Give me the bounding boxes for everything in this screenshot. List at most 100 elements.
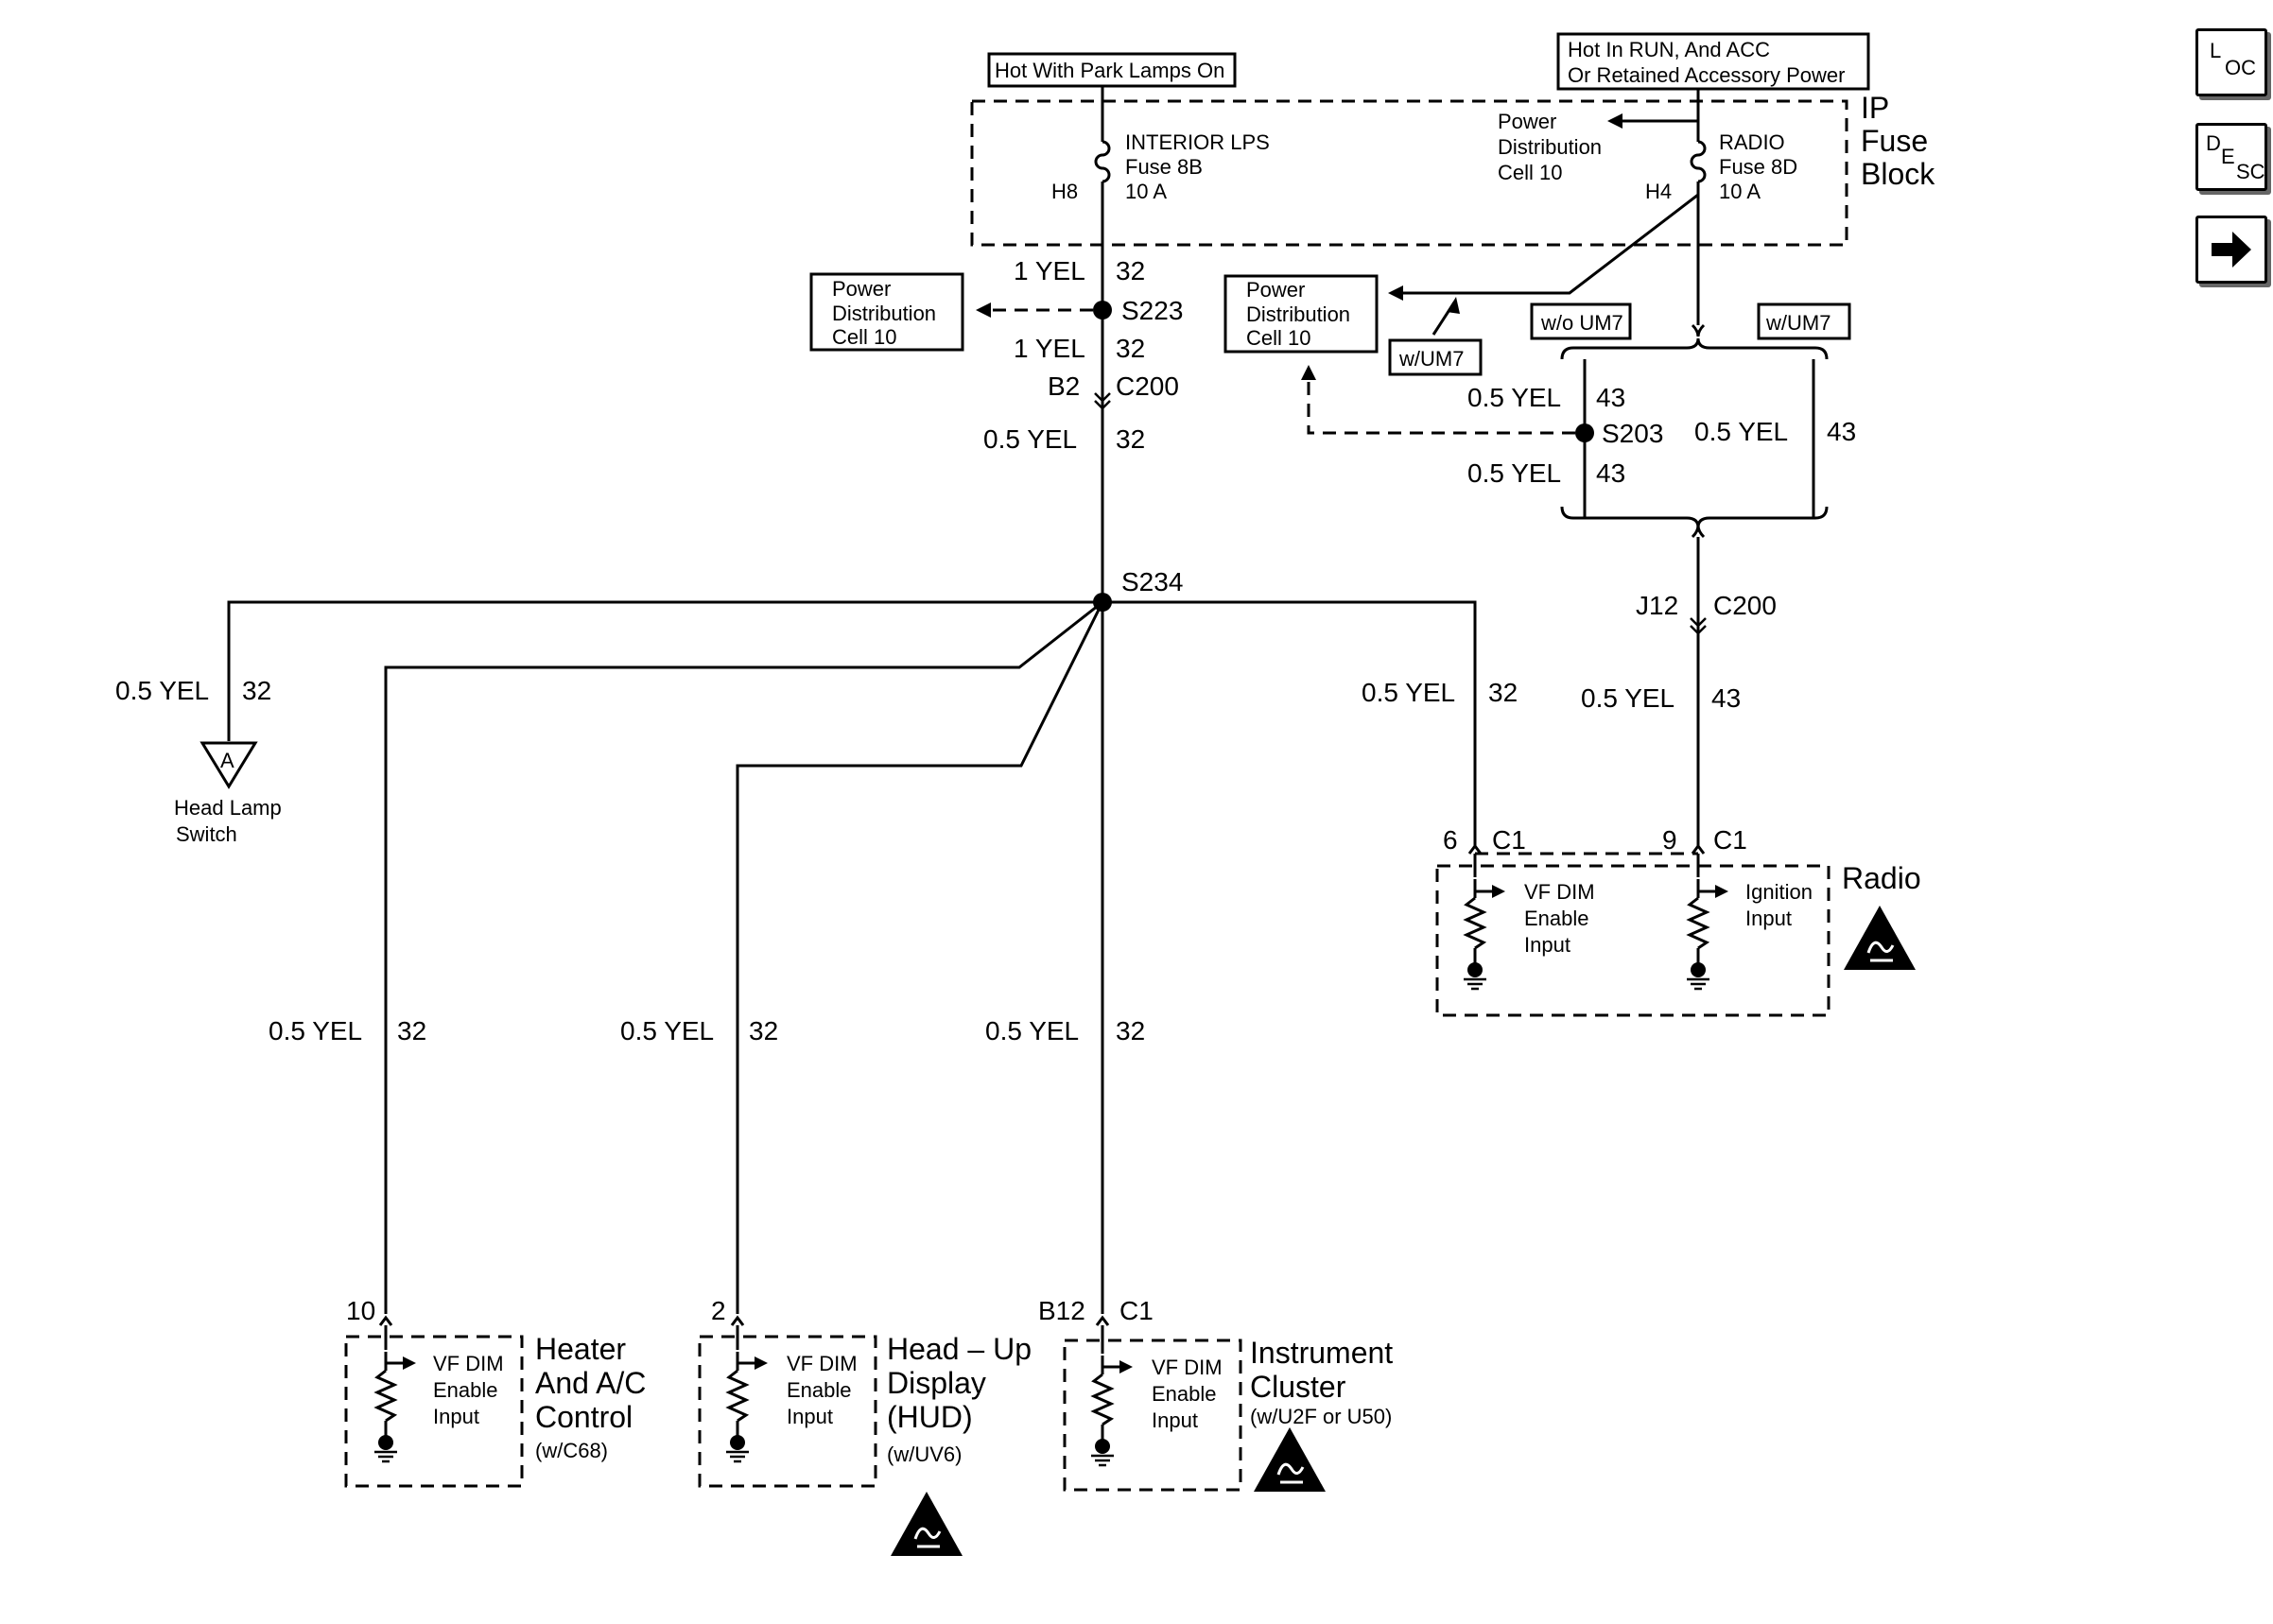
connector-j12: J12 xyxy=(1636,591,1678,620)
hvac-in-1: VF DIM xyxy=(433,1352,504,1375)
radio-pin-6: 6 xyxy=(1443,825,1458,855)
pd-mid-1: Power xyxy=(1246,278,1305,302)
radio-module: 6 C1 9 C1 VF DIM Enable Input Ignition I… xyxy=(1435,825,1921,1017)
pd-cell-box-left xyxy=(809,272,964,352)
radio-pin-9: 9 xyxy=(1662,825,1677,855)
ipc-name-2: Cluster xyxy=(1250,1370,1346,1404)
radio-in2-2: Input xyxy=(1745,907,1792,930)
fuse-block-title-3: Block xyxy=(1861,157,1935,191)
connector-c200-a: C200 xyxy=(1116,371,1179,401)
wire-circuit-32-hvac: 32 xyxy=(397,1016,426,1045)
pd-left-2: Distribution xyxy=(832,302,936,325)
next-page-button[interactable] xyxy=(2195,216,2267,284)
wire-label-05yel-r1: 0.5 YEL xyxy=(1362,678,1455,707)
desc-label-top: D xyxy=(2206,131,2221,155)
splice-s203 xyxy=(1575,423,1594,442)
fuse-block-pd-2: Distribution xyxy=(1498,135,1602,159)
ipc-in-1: VF DIM xyxy=(1152,1356,1223,1379)
wire-label-05yel-a: 0.5 YEL xyxy=(983,424,1077,454)
wire-circuit-32-hud: 32 xyxy=(749,1016,778,1045)
option-wo-um7 xyxy=(1530,302,1632,340)
resistor-icon xyxy=(1462,877,1488,991)
fuse8d-terminal: H4 xyxy=(1645,180,1672,203)
hud-in-3: Input xyxy=(787,1405,833,1428)
fuse8b-label-1: INTERIOR LPS xyxy=(1125,130,1270,154)
fuse8b-label-2: Fuse 8B xyxy=(1125,155,1203,179)
splice-s234-label: S234 xyxy=(1121,567,1183,596)
hud-in-2: Enable xyxy=(787,1378,852,1402)
ipc-c1: C1 xyxy=(1119,1296,1154,1325)
ipc-pin-b12: B12 xyxy=(1038,1296,1085,1325)
pd-mid-3: Cell 10 xyxy=(1246,326,1310,350)
headlamp-label-2: Switch xyxy=(176,822,237,846)
wire-circuit-32-ipc: 32 xyxy=(1116,1016,1145,1045)
hvac-module-outline xyxy=(344,1335,524,1488)
radio-name: Radio xyxy=(1842,861,1921,895)
esd-warning-icon xyxy=(889,1490,964,1558)
esd-warning-icon xyxy=(1842,904,1917,972)
location-button[interactable]: L OC xyxy=(2195,28,2267,96)
wire-label-05yel-hud: 0.5 YEL xyxy=(620,1016,714,1045)
fuse8d-label-3: 10 A xyxy=(1719,180,1761,203)
radio-c1-a: C1 xyxy=(1492,825,1526,855)
ipc-module-outline xyxy=(1063,1339,1242,1492)
hot-run-caption-box xyxy=(1556,32,1870,91)
wire-circuit-32-hl: 32 xyxy=(242,676,271,705)
ipc-in-2: Enable xyxy=(1152,1382,1217,1406)
option-wum7-a-label: w/UM7 xyxy=(1398,347,1464,371)
wire-label-05yel-hvac: 0.5 YEL xyxy=(269,1016,362,1045)
radio-module-outline xyxy=(1435,864,1831,1017)
option-wum7-a xyxy=(1388,338,1483,376)
wire-circuit-32-b: 32 xyxy=(1116,334,1145,363)
option-wum7-b-label: w/UM7 xyxy=(1765,311,1831,335)
wire-circuit-32-a: 32 xyxy=(1116,256,1145,285)
hvac-name-3: Control xyxy=(535,1400,633,1434)
headlamp-connector-icon xyxy=(200,741,258,789)
fuse-block-pd-3: Cell 10 xyxy=(1498,161,1562,184)
loc-label-top: L xyxy=(2210,39,2222,62)
wire-circuit-43-s203b: 43 xyxy=(1596,458,1625,488)
radio-in1-3: Input xyxy=(1524,933,1570,957)
hud-name-2: Display xyxy=(887,1366,986,1400)
fuse8d-label-1: RADIO xyxy=(1719,130,1785,154)
hud-module: 2 VF DIM Enable Input Head – Up Display … xyxy=(698,1296,1032,1558)
hud-module-outline xyxy=(698,1335,877,1488)
hvac-name-1: Heater xyxy=(535,1332,626,1366)
pd-cell-box-mid xyxy=(1223,274,1379,354)
ipc-in-3: Input xyxy=(1152,1408,1198,1432)
wire-circuit-43-s203a: 43 xyxy=(1596,383,1625,412)
fuse-block-title-1: IP xyxy=(1861,91,1889,125)
connector-b2: B2 xyxy=(1048,371,1080,401)
hud-name-1: Head – Up xyxy=(887,1332,1032,1366)
radio-c1-b: C1 xyxy=(1713,825,1747,855)
connector-c200-b: C200 xyxy=(1713,591,1777,620)
hud-option: (w/UV6) xyxy=(887,1443,962,1466)
wire-label-05yel-r2: 0.5 YEL xyxy=(1581,683,1674,713)
wire-label-05yel-s203a: 0.5 YEL xyxy=(1467,383,1561,412)
headlamp-label-1: Head Lamp xyxy=(174,796,282,820)
loc-label-sub: OC xyxy=(2225,56,2256,79)
fuse-icon xyxy=(1094,140,1111,183)
wire-circuit-32-c: 32 xyxy=(1116,424,1145,454)
wire-circuit-43-r2: 43 xyxy=(1711,683,1741,713)
radio-in2-1: Ignition xyxy=(1745,880,1813,904)
arrow-right-icon xyxy=(2212,232,2251,268)
wire-label-1yel-a: 1 YEL xyxy=(1014,256,1085,285)
hud-pin-2: 2 xyxy=(711,1296,726,1325)
desc-label-sub: SC xyxy=(2236,160,2265,183)
pd-left-1: Power xyxy=(832,277,891,301)
hvac-in-2: Enable xyxy=(433,1378,498,1402)
description-button[interactable]: D E SC xyxy=(2195,123,2267,191)
fuse-block-title-2: Fuse xyxy=(1861,124,1928,158)
radio-in1-2: Enable xyxy=(1524,907,1589,930)
hot-run-caption-1: Hot In RUN, And ACC xyxy=(1568,38,1770,61)
wire-label-1yel-b: 1 YEL xyxy=(1014,334,1085,363)
fuse8b-label-3: 10 A xyxy=(1125,180,1167,203)
pd-left-3: Cell 10 xyxy=(832,325,896,349)
wire-circuit-43-wum7: 43 xyxy=(1827,417,1856,446)
option-wo-um7-label: w/o UM7 xyxy=(1540,311,1623,335)
wire-label-05yel-hl: 0.5 YEL xyxy=(115,676,209,705)
fuse-block-pd-1: Power xyxy=(1498,110,1556,133)
splice-s223 xyxy=(1093,301,1112,320)
